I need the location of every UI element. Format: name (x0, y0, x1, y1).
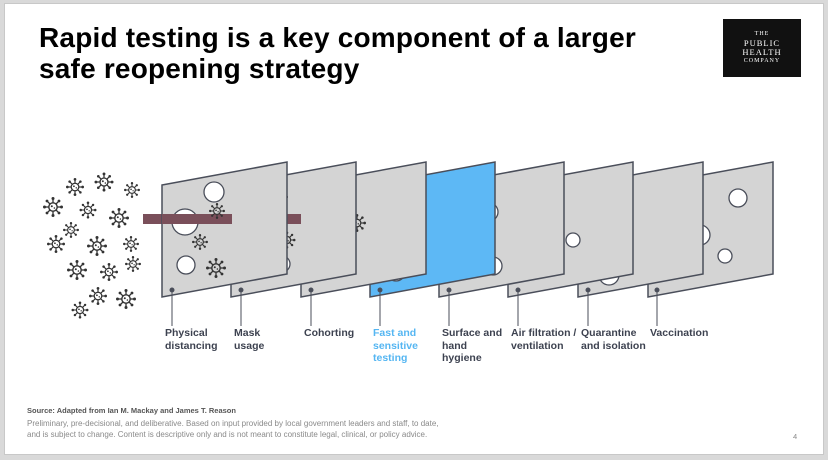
layer-label-physical-distancing: Physical distancing (165, 327, 218, 352)
layer-label-fast-testing: Fast and sensitive testing (373, 327, 418, 364)
virus-icon (78, 200, 98, 220)
logo-line-2a: PUBLIC (743, 38, 781, 48)
virus-icon (66, 259, 88, 281)
virus-icon (115, 288, 137, 310)
virus-icon (65, 177, 85, 197)
virus-icon (46, 234, 66, 254)
layer-label-air-filtration: Air filtration / ventilation (511, 327, 577, 352)
virus-icon (123, 181, 141, 199)
company-logo: THE PUBLIC HEALTH COMPANY (723, 19, 801, 77)
virus-icon (88, 286, 108, 306)
source-note: Source: Adapted from Ian M. Mackay and J… (27, 406, 236, 415)
virus-icon (122, 235, 140, 253)
layer-label-vaccination: Vaccination (650, 327, 709, 339)
layer-label-mask-usage: Mask usage (234, 327, 265, 352)
page-number: 4 (793, 432, 798, 441)
slide-title: Rapid testing is a key component of a la… (39, 22, 636, 84)
virus-icon (93, 171, 115, 193)
virus-icon (108, 207, 130, 229)
virus-icon (99, 262, 119, 282)
swiss-cheese-diagram (42, 161, 774, 326)
leader-lines (169, 287, 660, 326)
virus-icon (86, 235, 108, 257)
layer-label-cohorting: Cohorting (304, 327, 355, 339)
logo-line-3: COMPANY (743, 58, 781, 64)
virus-icon (42, 196, 64, 218)
layer-label-surface-hygiene: Surface and hand hygiene (442, 327, 503, 364)
virus-icon (124, 255, 142, 273)
logo-line-1: THE (754, 31, 770, 37)
virus-icon (62, 221, 80, 239)
virus-icon (70, 300, 90, 320)
disclaimer: Preliminary, pre-decisional, and deliber… (27, 419, 439, 439)
slide: Rapid testing is a key component of a la… (4, 3, 824, 455)
logo-line-2b: HEALTH (742, 47, 782, 57)
slice-physical-distancing (161, 161, 288, 298)
virus-cluster (42, 171, 142, 320)
layer-label-quarantine: Quarantine and isolation (581, 327, 646, 352)
